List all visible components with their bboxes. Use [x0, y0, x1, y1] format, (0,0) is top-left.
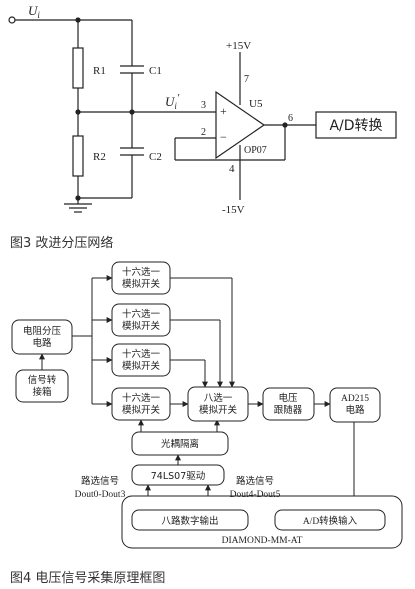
figure3-circuit	[8, 16, 397, 213]
ad215-box	[329, 387, 381, 423]
figure4-caption: 图4 电压信号采集原理框图	[10, 571, 166, 586]
sel-left-label-1: 路选信号	[81, 475, 119, 487]
label-pin4: 4	[229, 163, 235, 175]
mux16-box-1	[111, 261, 171, 295]
label-c1: C1	[149, 65, 162, 77]
digital-out-label: 八路数字输出	[161, 515, 218, 527]
follower-box	[262, 387, 315, 421]
sel-left-label-2: Dout0-Dout3	[75, 490, 126, 500]
junction-box	[15, 369, 69, 403]
label-pin3: 3	[201, 100, 206, 111]
ad-in-label: A/D转换输入	[303, 515, 358, 527]
label-c2: C2	[149, 151, 162, 163]
mux16-label-4: 十六选一模拟开关	[122, 392, 161, 416]
label-minus: −	[220, 130, 227, 144]
divider-label: 电阻分压电路	[23, 325, 62, 349]
resistor-r1	[72, 47, 84, 89]
junction-label: 信号转接箱	[28, 374, 57, 398]
label-pin6: 6	[288, 113, 293, 124]
label-pin2: 2	[201, 127, 206, 138]
label-u5: U5	[249, 98, 263, 110]
mux16-box-3	[111, 343, 171, 377]
sel-right-label-2: Dout4-Dout5	[230, 490, 281, 500]
figure4-connectors	[39, 275, 357, 510]
figure4-boxes	[11, 261, 403, 549]
input-terminal	[8, 16, 16, 24]
board-box	[121, 495, 403, 549]
follower-label: 电压跟随器	[274, 392, 303, 416]
mux16-label-2: 十六选一模拟开关	[122, 308, 161, 332]
adc-box	[315, 111, 397, 139]
divider-box	[11, 319, 73, 355]
label-vplus: +15V	[226, 40, 251, 52]
mux8-box	[187, 386, 249, 422]
opto-box	[131, 431, 229, 456]
board-label: DIAMOND-MM-AT	[222, 536, 303, 546]
label-adc: A/D转换	[329, 117, 382, 134]
label-r1: R1	[93, 65, 106, 77]
op-amp-u5	[215, 90, 266, 160]
mux16-label-3: 十六选一模拟开关	[122, 348, 161, 372]
mux16-box-4	[111, 387, 171, 421]
ad-in-box	[274, 509, 386, 531]
label-ui-prime: Ui′	[165, 92, 180, 111]
driver-box	[131, 464, 225, 486]
sel-right-label-1: 路选信号	[236, 475, 274, 487]
mux16-label-1: 十六选一模拟开关	[122, 266, 161, 290]
label-ui: Ui	[28, 3, 40, 20]
mux16-box-2	[111, 303, 171, 337]
opto-label: 光耦隔离	[161, 438, 199, 450]
driver-label: 74LS07驱动	[151, 471, 206, 482]
figure4-labels: 十六选一模拟开关 十六选一模拟开关 十六选一模拟开关 十六选一模拟开关 电阻分压…	[23, 266, 369, 546]
digital-out-box	[131, 509, 249, 531]
label-op07: OP07	[244, 145, 267, 156]
label-plus: +	[220, 104, 227, 118]
label-vminus: -15V	[222, 204, 245, 216]
mux8-label: 八选一模拟开关	[199, 392, 238, 416]
figure3-labels: Ui Ui′ R1 R2 C1 C2 U5 OP07 +15V -15V 7 3…	[28, 3, 383, 216]
ground-symbol	[64, 203, 92, 213]
figure3-caption: 图3 改进分压网络	[10, 236, 114, 251]
resistor-r2	[72, 135, 84, 177]
label-r2: R2	[93, 151, 106, 163]
label-pin7: 7	[244, 74, 249, 85]
